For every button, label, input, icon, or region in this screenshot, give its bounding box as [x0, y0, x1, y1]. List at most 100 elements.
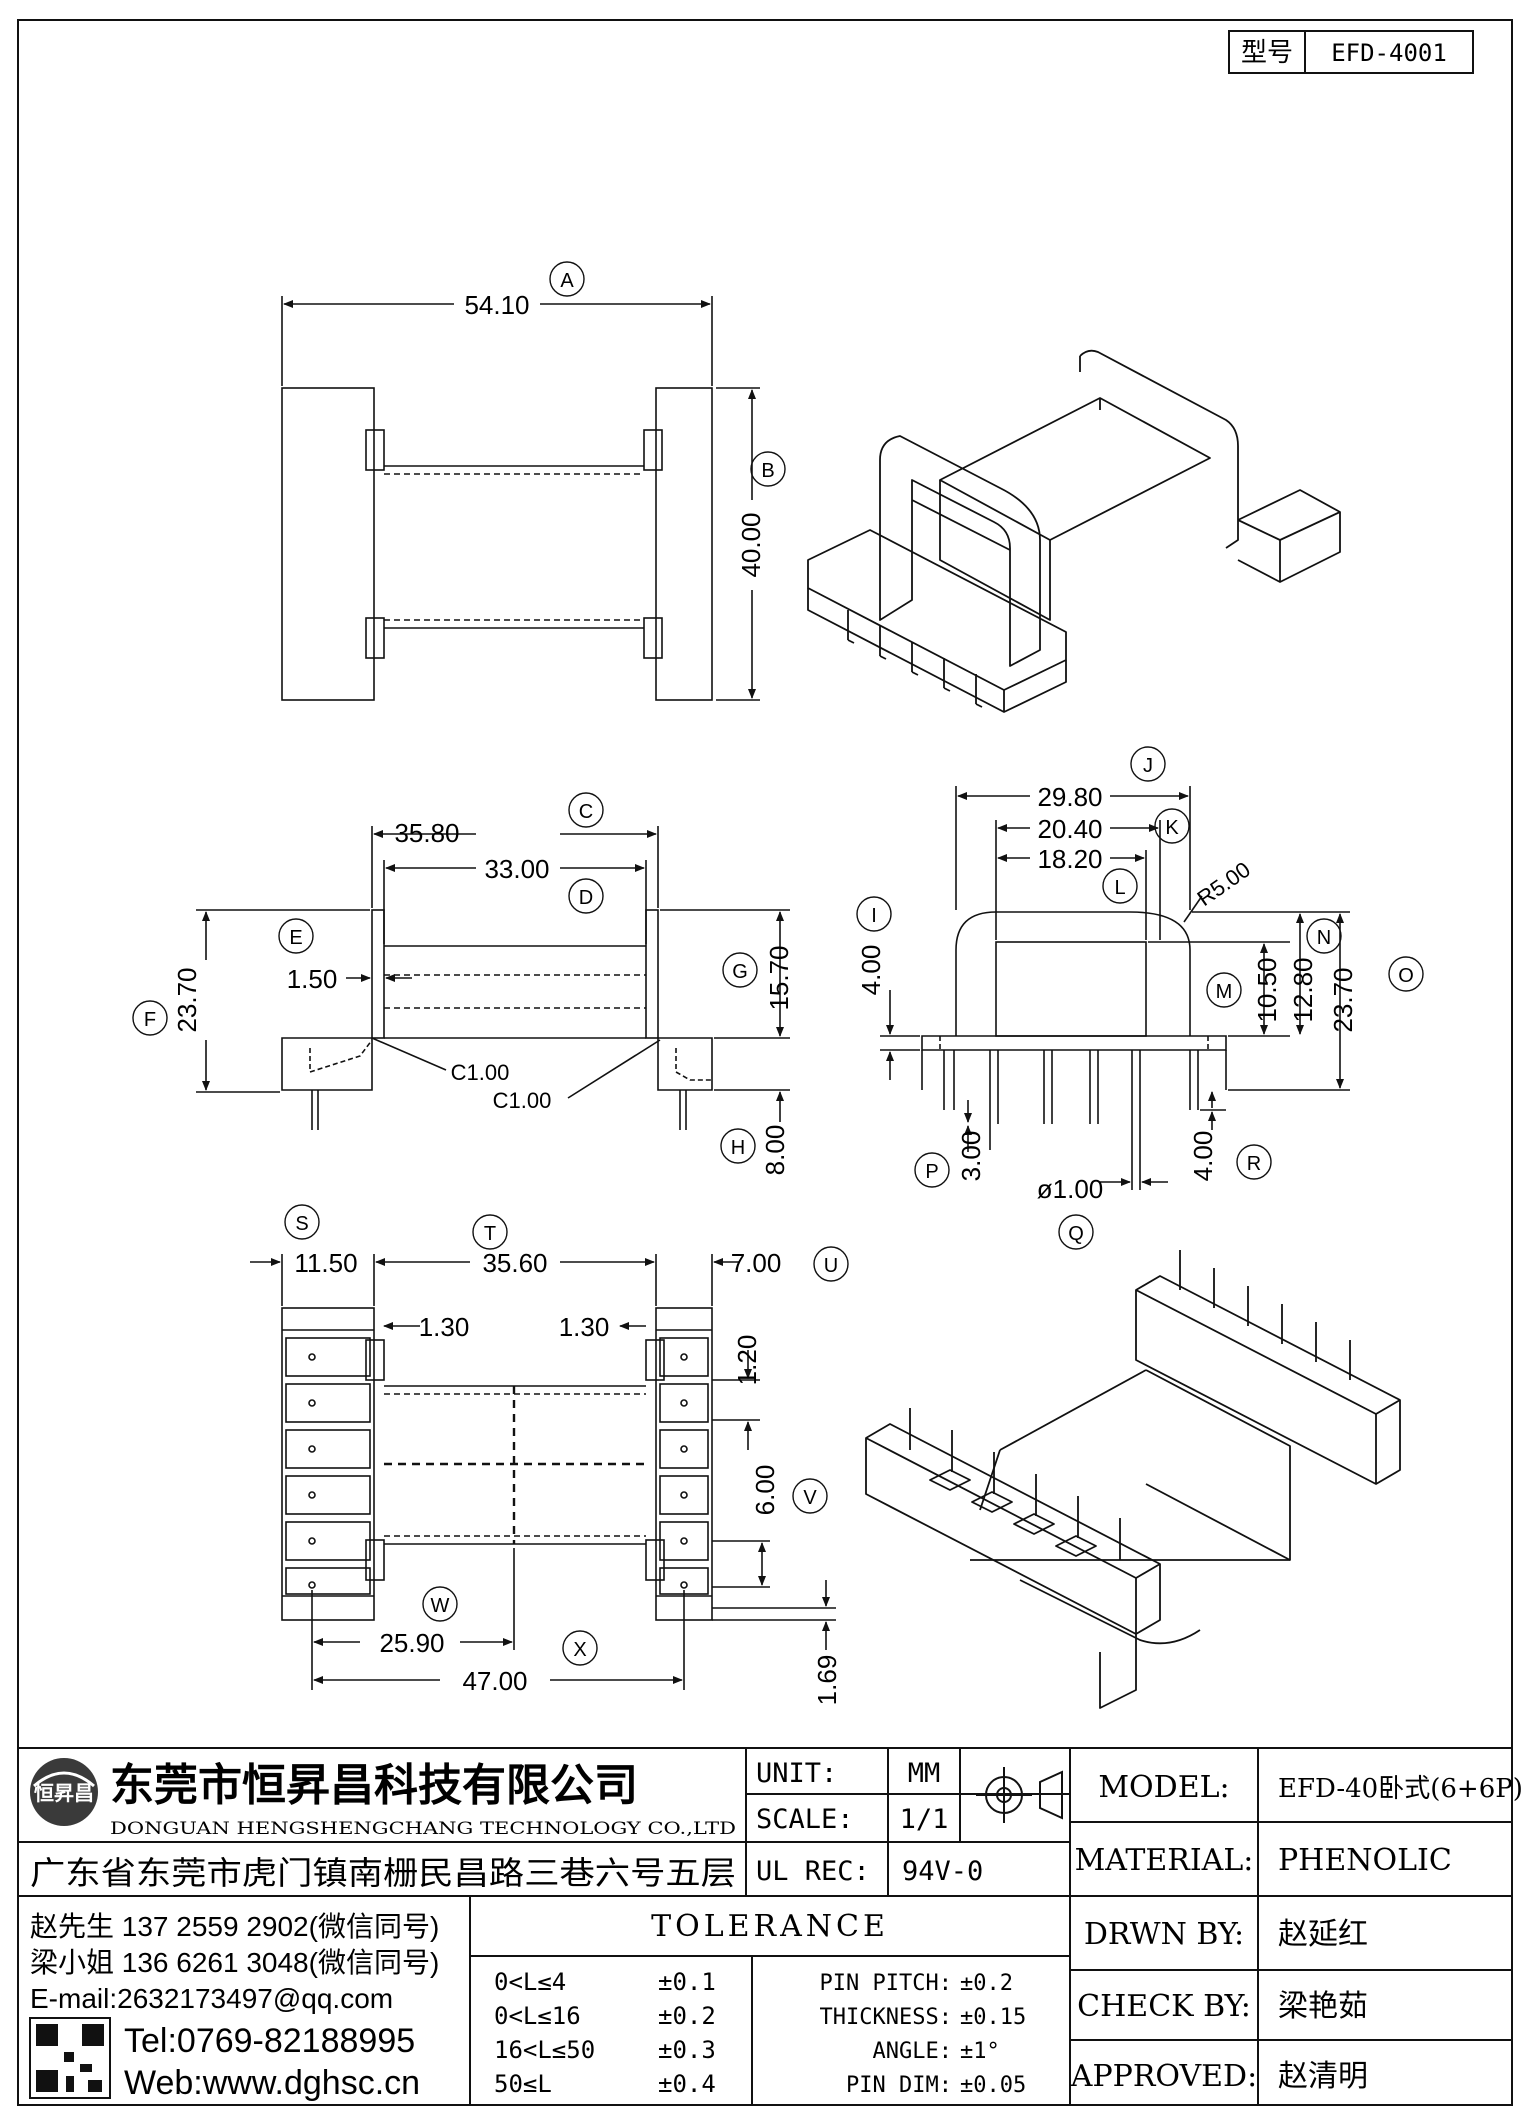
contact-email: E-mail:2632173497@qq.com [30, 1983, 393, 2014]
material-value: PHENOLIC [1278, 1843, 1452, 1878]
tol-range-4: 50≤L [494, 2070, 552, 2098]
material-label: MATERIAL: [1075, 1843, 1254, 1878]
spec-value-1: ±0.2 [960, 1971, 1013, 1996]
dim-l-value: 18.20 [1037, 844, 1102, 874]
contact-1: 赵先生 137 2559 2902(微信同号) [30, 1911, 439, 1942]
dim-e-value: 1.50 [287, 964, 338, 994]
unit-value: MM [908, 1758, 941, 1789]
model-value: EFD-40卧式(6+6P) [1278, 1774, 1523, 1804]
approved-label: APPROVED: [1070, 2059, 1257, 2094]
chamfer-label-2: C1.00 [493, 1088, 552, 1113]
dim-120-value: 1.20 [732, 1335, 762, 1386]
tol-value-4: ±0.4 [658, 2070, 716, 2098]
tol-range-1: 0<L≤4 [494, 1968, 566, 1996]
dim-r-letter: R [1247, 1153, 1261, 1175]
top-view [281, 296, 760, 701]
dim-j-value: 29.80 [1037, 782, 1102, 812]
scale-value: 1/1 [900, 1804, 949, 1835]
company-address: 广东省东莞市虎门镇南栅民昌路三巷六号五层 [30, 1855, 736, 1891]
dim-j-letter: J [1143, 755, 1153, 777]
dim-n-letter: N [1317, 927, 1331, 949]
model-tag-label: 型号 [1241, 37, 1293, 67]
dim-p-value: 3.00 [956, 1131, 986, 1182]
isometric-view-bottom [865, 1250, 1401, 1709]
dim-l-letter: L [1114, 877, 1125, 899]
bottom-view [250, 1254, 836, 1690]
model-tag-value: EFD-4001 [1331, 39, 1447, 67]
dim-130-left: 1.30 [419, 1312, 470, 1342]
projection-symbol-icon [976, 1767, 1063, 1823]
tol-range-3: 16<L≤50 [494, 2036, 595, 2064]
dim-v-letter: V [803, 1487, 817, 1509]
dim-w-letter: W [431, 1595, 450, 1617]
contact-tel: Tel:0769-82188995 [124, 2022, 415, 2060]
tol-value-3: ±0.3 [658, 2036, 716, 2064]
dim-c-value: 35.80 [394, 818, 459, 848]
dim-b-value: 40.00 [736, 512, 766, 577]
tol-range-2: 0<L≤16 [494, 2002, 581, 2030]
contact-2: 梁小姐 136 6261 3048(微信同号) [30, 1947, 439, 1978]
dim-m-value: 10.50 [1252, 957, 1282, 1022]
company-name-cn: 东莞市恒昇昌科技有限公司 [110, 1761, 638, 1810]
dim-s-letter: S [295, 1213, 308, 1235]
tolerance-title: TOLERANCE [651, 1909, 889, 1944]
spec-value-3: ±1° [960, 2039, 1000, 2064]
model-label: MODEL: [1098, 1770, 1229, 1805]
check-by-value: 梁艳茹 [1278, 1990, 1368, 2023]
dim-w-value: 25.90 [379, 1628, 444, 1658]
company-name-en: DONGUAN HENGSHENGCHANG TECHNOLOGY CO.,LT… [110, 1819, 736, 1839]
tol-value-2: ±0.2 [658, 2002, 716, 2030]
ulrec-label: UL REC: [756, 1856, 870, 1887]
drawn-by-value: 赵延红 [1278, 1918, 1368, 1951]
dim-s-value: 11.50 [294, 1248, 357, 1278]
dim-f-value: 23.70 [172, 967, 202, 1032]
title-block-lines [18, 1747, 1512, 2105]
dim-h-value: 8.00 [760, 1125, 790, 1176]
spec-label-1: PIN PITCH: [820, 1971, 952, 1996]
model-tag: 型号 EFD-4001 [1228, 30, 1474, 74]
qr-code-icon [29, 2017, 111, 2099]
dim-q-letter: Q [1068, 1223, 1084, 1245]
radius-label: R5.00 [1192, 857, 1254, 911]
dim-x-value: 47.00 [462, 1666, 527, 1696]
spec-label-3: ANGLE: [873, 2039, 952, 2064]
dim-a-value: 54.10 [464, 290, 529, 320]
dim-e-letter: E [289, 927, 302, 949]
dim-q-value: ø1.00 [1037, 1174, 1104, 1204]
dim-a-letter: A [560, 270, 574, 292]
dim-x-letter: X [573, 1639, 586, 1661]
company-logo: 恒昇昌 [30, 1758, 98, 1826]
approved-value: 赵清明 [1278, 2060, 1368, 2093]
spec-label-2: THICKNESS: [820, 2005, 952, 2030]
svg-text:恒昇昌: 恒昇昌 [34, 1782, 94, 1805]
ulrec-value: 94V-0 [902, 1856, 983, 1887]
dim-k-letter: K [1165, 817, 1179, 839]
check-by-label: CHECK BY: [1077, 1989, 1251, 2024]
dim-d-letter: D [579, 887, 593, 909]
contact-web: Web:www.dghsc.cn [124, 2064, 420, 2102]
spec-value-2: ±0.15 [960, 2005, 1026, 2030]
dim-k-value: 20.40 [1037, 814, 1102, 844]
dim-d-value: 33.00 [484, 854, 549, 884]
front-view [196, 826, 790, 1130]
dim-g-letter: G [732, 961, 748, 983]
tol-value-1: ±0.1 [658, 1968, 716, 1996]
spec-label-4: PIN DIM: [846, 2073, 952, 2098]
dim-h-letter: H [731, 1137, 745, 1159]
dim-b-letter: B [761, 460, 774, 482]
dim-i-value: 4.00 [856, 945, 886, 996]
dim-r-value: 4.00 [1188, 1131, 1218, 1182]
dim-169-value: 1.69 [812, 1655, 842, 1706]
unit-label: UNIT: [756, 1758, 837, 1789]
dim-i-letter: I [871, 905, 877, 927]
spec-value-4: ±0.05 [960, 2073, 1026, 2098]
dim-o-letter: O [1398, 965, 1414, 987]
dim-m-letter: M [1216, 981, 1233, 1003]
dim-v-value: 6.00 [750, 1465, 780, 1516]
dim-t-value: 35.60 [482, 1248, 547, 1278]
dim-u-value: 7.00 [731, 1248, 782, 1278]
scale-label: SCALE: [756, 1804, 854, 1835]
dim-c-letter: C [579, 801, 593, 823]
